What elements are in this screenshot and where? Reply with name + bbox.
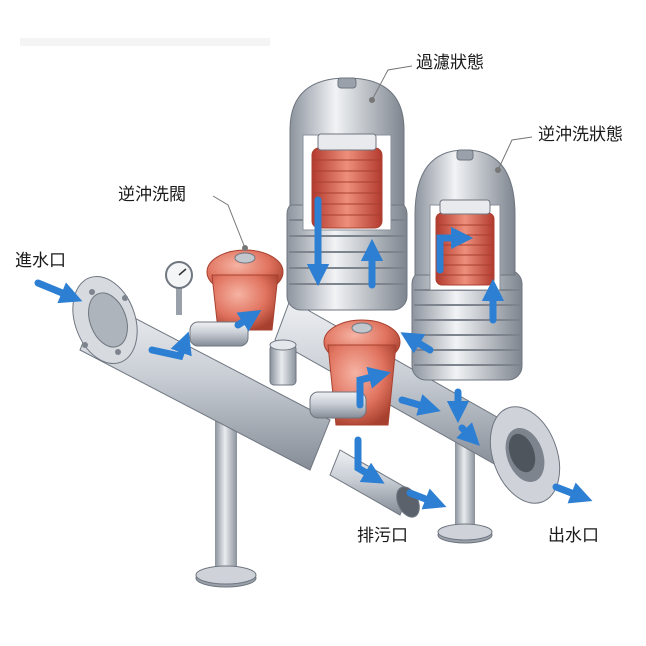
drain-flow-a (354, 436, 385, 484)
backwash-valve-left (189, 249, 284, 347)
leader-backwash (497, 136, 533, 171)
air-valve (269, 339, 297, 386)
valve-up-arrow (234, 309, 262, 332)
label-drain: 排污口 (357, 526, 408, 546)
label-backwash-valve: 逆沖洗閥 (118, 185, 186, 205)
manifold-flow-arrow (148, 331, 192, 361)
drain-pipe (329, 449, 420, 518)
inlet-flow-arrow (34, 279, 83, 304)
label-inlet: 進水口 (15, 251, 66, 271)
drain-flow-b (406, 488, 447, 510)
inlet-manifold (72, 275, 331, 471)
filter2-flow-top (436, 226, 474, 274)
background-smudge (20, 38, 270, 46)
callout-leaders (212, 65, 533, 251)
filter-unit-filtering (286, 77, 408, 311)
pressure-gauge (165, 261, 193, 315)
leader-valve (212, 195, 246, 249)
valve2-flow (356, 366, 391, 409)
support-legs (195, 410, 493, 588)
label-filtering-state: 過濾狀態 (416, 53, 484, 73)
outlet-flow-a (398, 394, 441, 416)
flow-arrows (34, 196, 593, 510)
label-backwash-state: 逆沖洗狀態 (538, 125, 623, 145)
outlet-flow-c (456, 422, 480, 446)
label-outlet: 出水口 (548, 526, 599, 546)
filter2-flow-down (400, 332, 434, 354)
outlet-flow-arrow (552, 482, 593, 504)
leader-filtering (371, 65, 413, 101)
